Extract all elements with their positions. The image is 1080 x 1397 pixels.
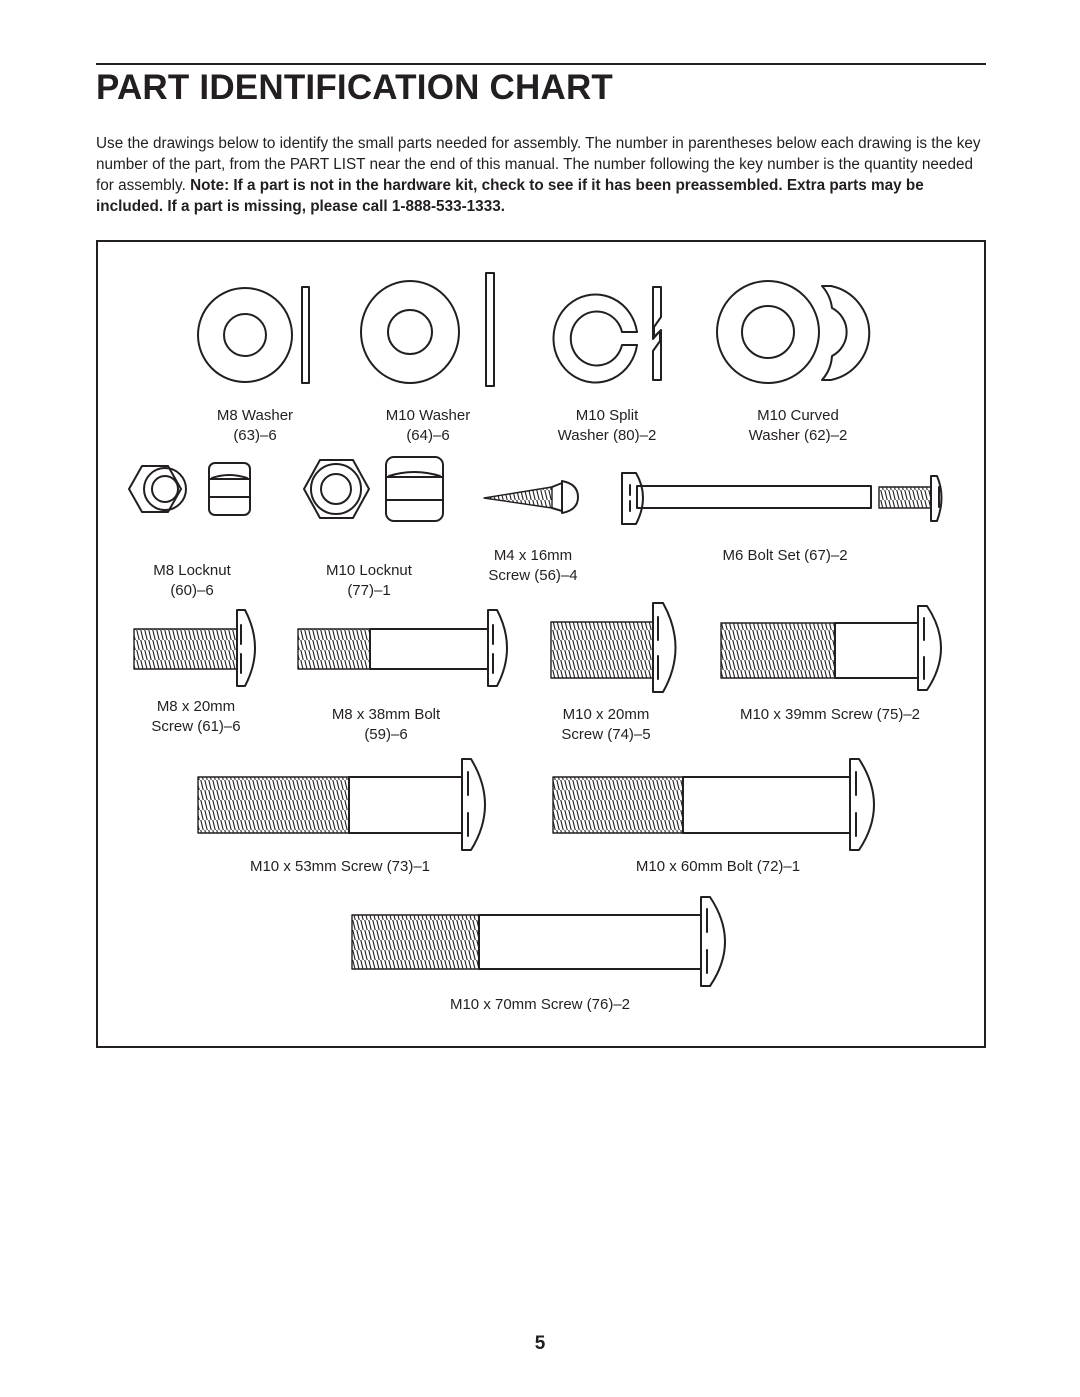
parts-chart-box [96,240,986,1048]
m10-curved-washer-key: Washer (62)–2 [748,427,848,444]
m10-split-washer-name: M10 Split [575,407,639,424]
m10-60mm-bolt-name: M10 x 60mm Bolt (72)–1 [635,858,801,875]
m10-20mm-screw-name: M10 x 20mm [562,706,650,723]
m10-53mm-screw-icon [197,758,486,851]
m6-bolt-set-icon [621,472,943,525]
m8-washer-label: M8 Washer (63)–6 [195,406,315,446]
m6-bolt-set-label: M6 Bolt Set (67)–2 [690,546,880,566]
page-title: PART IDENTIFICATION CHART [96,68,613,107]
m10-washer-label: M10 Washer (64)–6 [358,406,498,446]
m10-39mm-screw-icon [720,605,942,691]
m6-bolt-set-name: M6 Bolt Set (67)–2 [722,547,848,564]
m10-split-washer-key: Washer (80)–2 [557,427,657,444]
m8-20mm-screw-name: M8 x 20mm [156,698,236,715]
m10-curved-washer-name: M10 Curved [757,407,839,424]
m8-38mm-bolt-key: (59)–6 [364,726,408,743]
m10-curved-washer-icon [716,280,871,384]
m10-locknut-icon [303,456,444,522]
intro-paragraph: Use the drawings below to identify the s… [96,133,986,217]
m8-20mm-screw-label: M8 x 20mm Screw (61)–6 [136,697,256,737]
m10-70mm-screw-icon [351,896,726,987]
m10-53mm-screw-name: M10 x 53mm Screw (73)–1 [249,858,431,875]
m10-39mm-screw-name: M10 x 39mm Screw (75)–2 [739,706,921,723]
m8-20mm-screw-key: Screw (61)–6 [151,718,241,735]
m10-washer-name: M10 Washer [385,407,471,424]
m8-locknut-label: M8 Locknut (60)–6 [132,561,252,601]
m10-split-washer-label: M10 Split Washer (80)–2 [537,406,677,446]
m10-20mm-screw-key: Screw (74)–5 [561,726,651,743]
m4-screw-label: M4 x 16mm Screw (56)–4 [468,546,598,586]
m10-washer-key: (64)–6 [406,427,450,444]
m4-screw-icon [483,480,579,514]
m8-washer-icon [197,286,310,384]
m4-screw-name: M4 x 16mm [493,547,573,564]
m10-60mm-bolt-icon [552,758,875,851]
m8-38mm-bolt-icon [297,609,508,687]
m10-curved-washer-label: M10 Curved Washer (62)–2 [728,406,868,446]
intro-note: Note: If a part is not in the hardware k… [96,177,924,215]
m10-washer-icon [360,272,495,387]
m8-38mm-bolt-label: M8 x 38mm Bolt (59)–6 [316,705,456,745]
m10-53mm-screw-label: M10 x 53mm Screw (73)–1 [220,857,460,877]
m4-screw-key: Screw (56)–4 [488,567,578,584]
m10-60mm-bolt-label: M10 x 60mm Bolt (72)–1 [598,857,838,877]
m10-split-washer-icon [552,286,662,384]
m8-20mm-screw-icon [133,609,256,687]
page-number: 5 [534,1333,546,1354]
m10-locknut-name: M10 Locknut [326,562,412,579]
m8-locknut-name: M8 Locknut [153,562,231,579]
m8-washer-key: (63)–6 [233,427,277,444]
m8-38mm-bolt-name: M8 x 38mm Bolt [331,706,441,723]
m10-20mm-screw-icon [550,602,677,693]
m8-washer-name: M8 Washer [216,407,294,424]
intro-text: Use the drawings below to identify the s… [96,135,981,194]
m10-70mm-screw-name: M10 x 70mm Screw (76)–2 [449,996,631,1013]
m10-20mm-screw-label: M10 x 20mm Screw (74)–5 [546,705,666,745]
m8-locknut-key: (60)–6 [170,582,214,599]
m8-locknut-icon [128,462,251,516]
m10-locknut-label: M10 Locknut (77)–1 [304,561,434,601]
top-rule [96,63,986,65]
m10-39mm-screw-label: M10 x 39mm Screw (75)–2 [715,705,945,725]
m10-70mm-screw-label: M10 x 70mm Screw (76)–2 [420,995,660,1015]
m10-locknut-key: (77)–1 [347,582,391,599]
